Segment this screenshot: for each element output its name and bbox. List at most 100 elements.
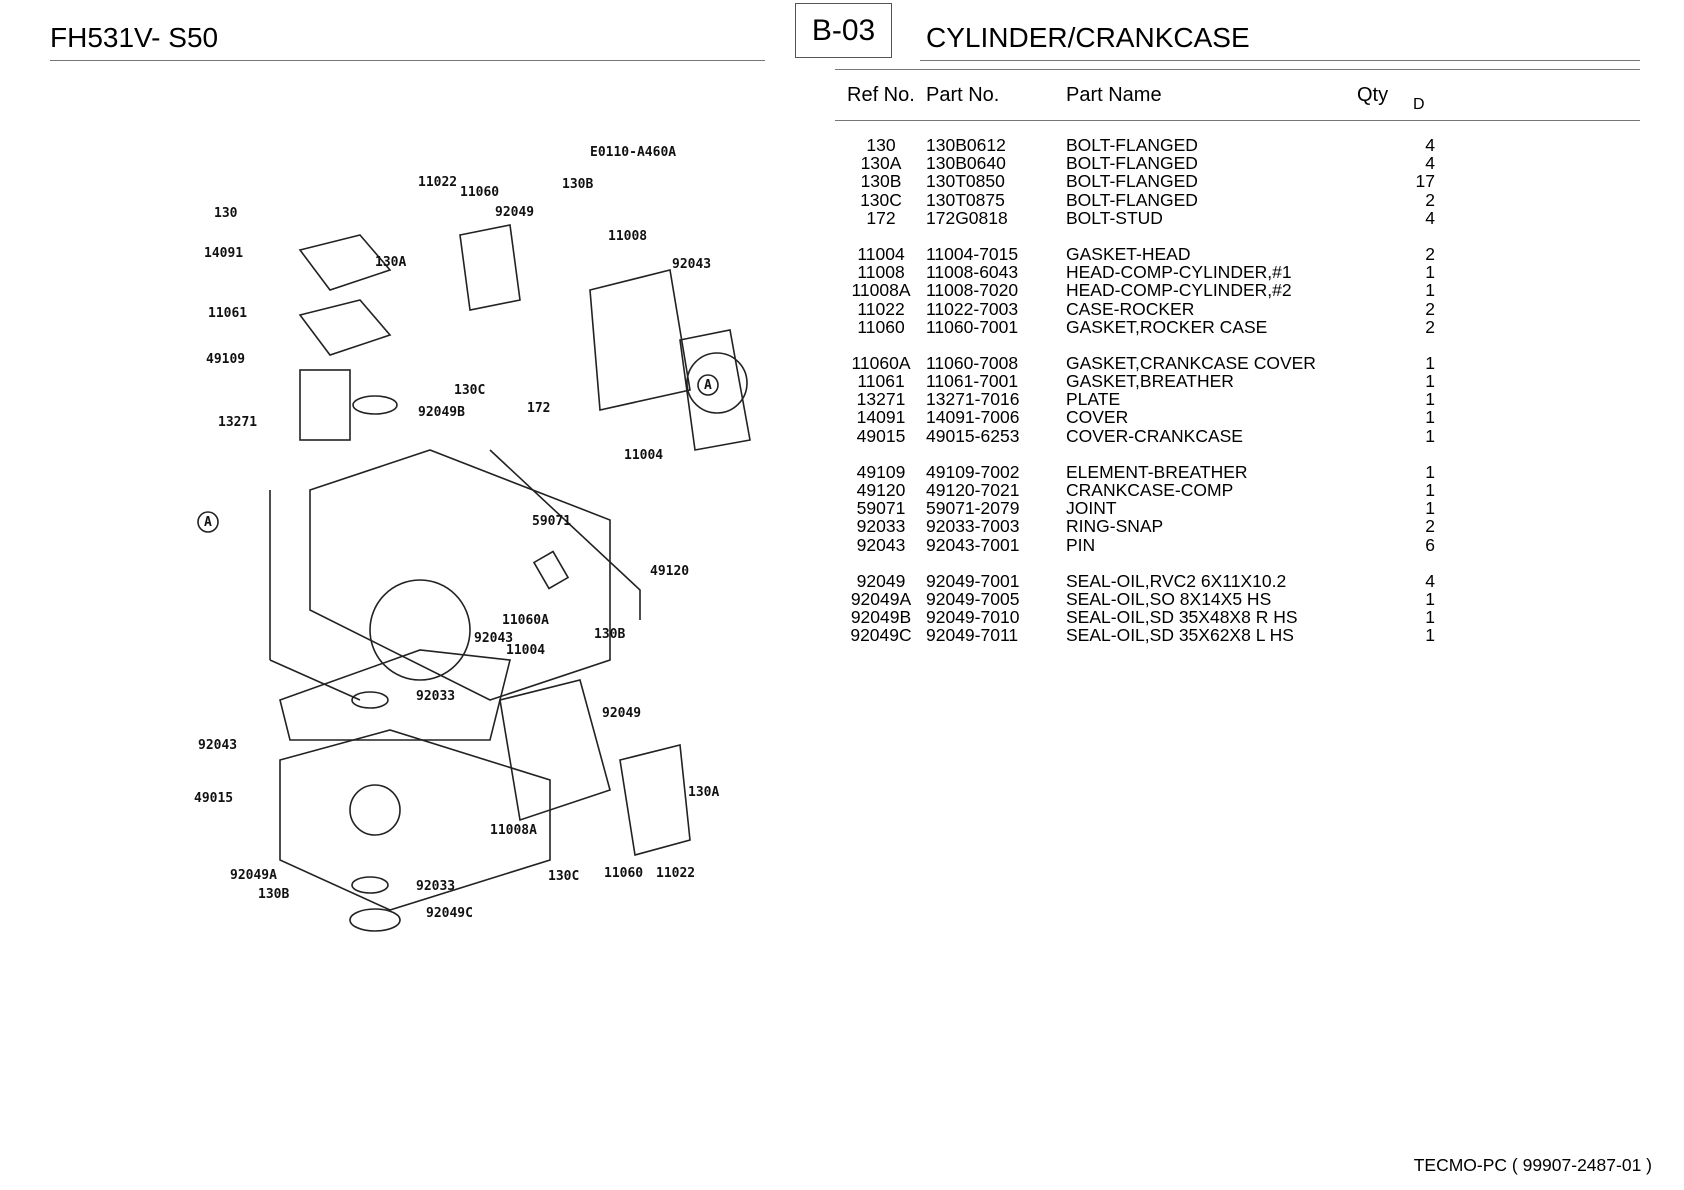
rocker-case-bottom-shape (619, 744, 691, 857)
qty-cell: 4 (1425, 207, 1435, 228)
part-name-cell: BOLT-FLANGED (1066, 153, 1198, 174)
ref-no-cell: 172 (866, 207, 896, 228)
ref-no-cell: 49109 (856, 461, 906, 482)
callout-label: 92049B (418, 405, 465, 420)
qty-cell: 1 (1425, 480, 1435, 500)
qty-cell: 1 (1425, 498, 1435, 519)
part-no-cell: 11022-7003 (926, 298, 1019, 319)
part-name-cell: PLATE (1066, 389, 1121, 410)
part-name-cell: COVER-CRANKCASE (1066, 425, 1243, 446)
callout-label: 49109 (206, 352, 245, 367)
callout-label: 59071 (532, 514, 571, 529)
qty-cell: 2 (1425, 243, 1435, 264)
callout-label: 92033 (416, 879, 455, 894)
qty-cell: 6 (1425, 534, 1435, 555)
ref-no-cell: 92033 (856, 516, 906, 537)
part-no-cell: 92049-7011 (926, 625, 1019, 646)
callout-label: 130 (214, 206, 238, 221)
page-code-box: B-03 (795, 3, 892, 58)
callout-label: 11008A (490, 823, 537, 838)
part-no-cell: 49109-7002 (926, 461, 1020, 482)
callout-label: 11008 (608, 229, 647, 244)
qty-cell: 2 (1425, 189, 1435, 210)
part-name-cell: SEAL-OIL,SD 35X62X8 L HS (1066, 625, 1294, 646)
joint-59071-shape (532, 550, 570, 590)
ref-no-cell: 130C (860, 189, 902, 210)
callout-label: 92043 (198, 738, 237, 753)
part-name-cell: HEAD-COMP-CYLINDER,#1 (1066, 262, 1292, 283)
part-no-cell: 13271-7016 (926, 389, 1020, 410)
callout-label: 92043 (672, 257, 711, 272)
part-name-cell: CASE-ROCKER (1066, 298, 1195, 319)
part-name-cell: COVER (1066, 407, 1129, 428)
ref-no-cell: 92049B (850, 607, 912, 628)
qty-cell: 1 (1425, 280, 1435, 301)
part-name-cell: SEAL-OIL,SD 35X48X8 R HS (1066, 607, 1298, 628)
callout-label: 92049A (230, 868, 277, 883)
part-no-cell: 11060-7001 (926, 316, 1019, 337)
part-no-cell: 130B0640 (926, 153, 1006, 174)
part-name-cell: HEAD-COMP-CYLINDER,#2 (1066, 280, 1292, 301)
qty-cell: 4 (1425, 153, 1435, 174)
snap-ring-upper-shape (351, 691, 389, 709)
part-no-cell: 92049-7001 (926, 570, 1020, 591)
part-no-cell: 172G0818 (926, 207, 1008, 228)
callout-label: 49120 (650, 564, 689, 579)
head-gasket-bore-shape (686, 352, 748, 414)
ref-no-cell: 92049C (850, 625, 912, 646)
callout-label: 11022 (656, 866, 695, 881)
part-name-cell: PIN (1066, 534, 1096, 555)
callout-labels: 11022 11060 130B 130 92049 11008 14091 1… (194, 175, 719, 921)
crankcase-frame-left (269, 490, 361, 701)
marker-a-right-label: A (704, 378, 712, 393)
ref-no-cell: 11060 (857, 316, 905, 337)
part-name-cell: GASKET,CRANKCASE COVER (1066, 352, 1316, 373)
footer-reference: TECMO-PC ( 99907-2487-01 ) (1413, 1155, 1652, 1175)
callout-label: 130A (688, 785, 719, 800)
callout-label: 11061 (208, 306, 247, 321)
rocker-case-top-shape (459, 224, 521, 311)
part-name-cell: GASKET-HEAD (1066, 243, 1191, 264)
qty-cell: 2 (1425, 316, 1435, 337)
page-title: CYLINDER/CRANKCASE (926, 22, 1250, 53)
callout-label: 11060A (502, 613, 549, 628)
qty-cell: 4 (1425, 135, 1435, 155)
callout-label: 11060 (460, 185, 499, 200)
callout-label: 14091 (204, 246, 243, 261)
ref-no-cell: 92043 (856, 534, 906, 555)
callout-label: 130C (548, 869, 579, 884)
snap-ring-lower-shape (351, 876, 389, 894)
part-no-cell: 92043-7001 (926, 534, 1020, 555)
part-name-cell: CRANKCASE-COMP (1066, 480, 1234, 500)
qty-cell: 2 (1425, 298, 1435, 319)
callout-label: 92049 (495, 205, 534, 220)
qty-cell: 1 (1425, 352, 1435, 373)
callout-label: 172 (527, 401, 550, 416)
callout-label: 11022 (418, 175, 457, 190)
part-no-cell: 11008-6043 (926, 262, 1019, 283)
exploded-diagram: E0110-A460A 11022 11060 130B 130 92049 1… (194, 145, 751, 932)
callout-label: 92049 (602, 706, 641, 721)
part-name-cell: GASKET,ROCKER CASE (1066, 316, 1268, 337)
diagram-code: E0110-A460A (590, 145, 676, 160)
qty-cell: 17 (1415, 171, 1435, 192)
column-header-qty: Qty (1357, 84, 1389, 106)
qty-cell: 1 (1425, 588, 1435, 609)
part-no-cell: 11060-7008 (926, 352, 1019, 373)
ref-no-cell: 59071 (856, 498, 906, 519)
crankcase-frame-right (489, 449, 641, 620)
ref-no-cell: 130 (866, 135, 896, 155)
part-name-cell: GASKET,BREATHER (1066, 371, 1234, 392)
cylinder-head-2-shape (499, 679, 611, 822)
cylinder-bore-shape (369, 579, 471, 681)
callout-label: 130B (258, 887, 289, 902)
column-header-name: Part Name (1066, 84, 1162, 106)
ref-no-cell: 92049A (850, 588, 912, 609)
part-no-cell: 92033-7003 (926, 516, 1020, 537)
ref-no-cell: 11008 (857, 262, 905, 283)
ref-no-cell: 11060A (851, 352, 911, 373)
qty-cell: 1 (1425, 407, 1435, 428)
callout-label: 11004 (506, 643, 545, 658)
qty-cell: 1 (1425, 461, 1435, 482)
callout-label: 130C (454, 383, 485, 398)
